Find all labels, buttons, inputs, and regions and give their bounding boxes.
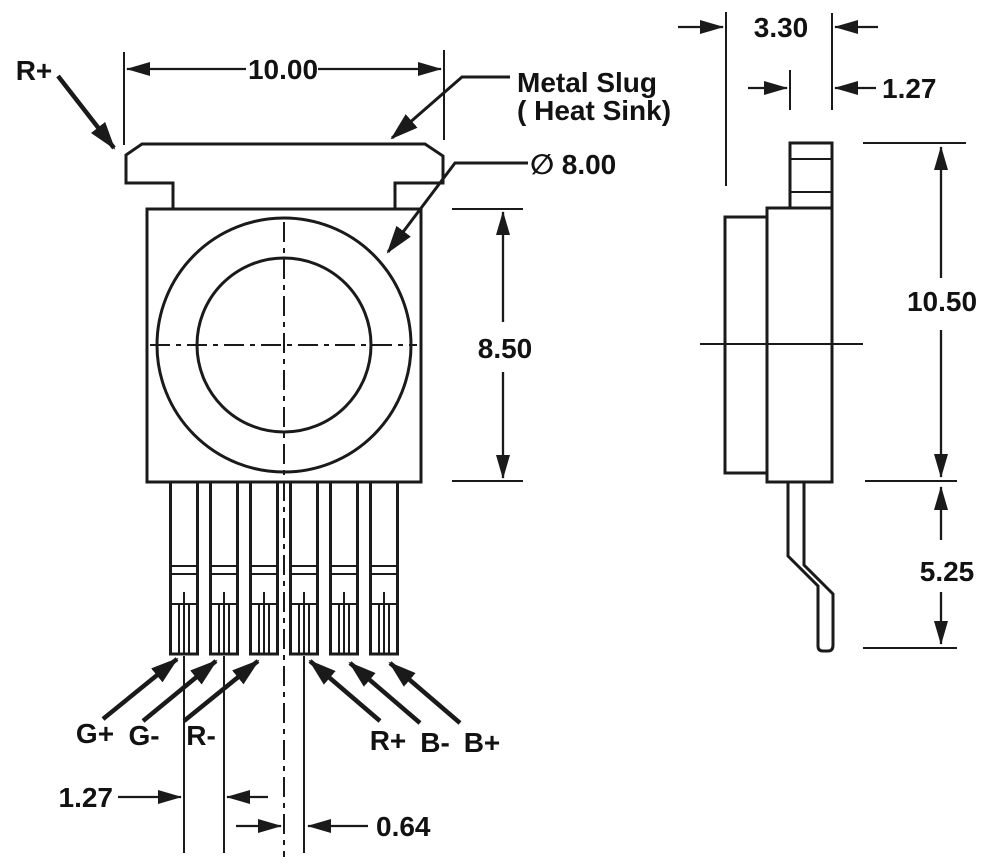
pin-arrow-g-plus	[101, 657, 179, 721]
pin-arrow-g-minus	[141, 659, 218, 723]
pin-6	[369, 480, 399, 656]
metal-slug-callout: Metal Slug ( Heat Sink)	[390, 67, 671, 140]
pin-label-b-minus: B-	[420, 727, 450, 758]
dimension-tab-thickness: 1.27	[748, 70, 937, 110]
pin-5	[329, 480, 359, 656]
pin-arrow-b-plus	[388, 661, 462, 725]
leader-line	[386, 161, 528, 254]
leader-line	[390, 75, 510, 140]
metal-slug-label-line2: ( Heat Sink)	[517, 95, 671, 126]
pin-label-r-minus: R-	[186, 720, 216, 751]
dimension-diameter-value: ∅ 8.00	[530, 149, 616, 180]
dimension-tab-value: 1.27	[882, 73, 937, 104]
side-view: 3.30 1.27 10.50 5.25	[678, 12, 977, 653]
pin-4	[289, 480, 319, 656]
dimension-depth-value: 3.30	[754, 12, 809, 43]
dimension-width-value: 10.00	[248, 54, 318, 85]
diameter-callout: ∅ 8.00	[386, 149, 616, 254]
dimension-width: 10.00	[123, 50, 445, 145]
pin-2	[209, 480, 239, 656]
dimension-total-height-value: 10.50	[907, 286, 977, 317]
metal-slug-label-line1: Metal Slug	[517, 67, 657, 98]
pin-1	[169, 480, 199, 656]
dimension-center-offset: 0.64	[236, 811, 431, 842]
bent-lead-outline	[786, 482, 835, 653]
dimension-total-height: 10.50	[863, 142, 977, 482]
top-pin-callout: R+	[16, 55, 116, 150]
pin-label-r-plus: R+	[370, 725, 407, 756]
dimension-pin-pitch: 1.27	[59, 782, 268, 813]
metal-slug-flange-outline	[124, 142, 445, 209]
pin-label-g-plus: G+	[76, 718, 114, 749]
dimension-depth: 3.30	[678, 12, 878, 186]
pin-arrow-r-plus	[308, 659, 382, 723]
slug-tab-outline	[788, 141, 834, 210]
pin-label-g-minus: G-	[128, 720, 159, 751]
dimension-offset-value: 0.64	[376, 811, 431, 842]
dimension-lead-length-value: 5.25	[920, 556, 975, 587]
pin-arrow-b-minus	[348, 661, 422, 725]
dimension-lead-length: 5.25	[863, 486, 975, 649]
pin-label-r-plus-top: R+	[16, 55, 53, 86]
front-view: 10.00 8.50 Metal Slug ( Heat Sink) ∅ 8.0…	[16, 50, 671, 857]
dimension-height-value: 8.50	[478, 333, 533, 364]
dimension-body-height: 8.50	[452, 208, 533, 482]
dimension-pitch-value: 1.27	[59, 782, 114, 813]
pin-arrow-r-minus	[182, 659, 260, 723]
pin-3	[249, 480, 279, 656]
leader-arrow	[56, 74, 116, 150]
pin-label-b-plus: B+	[464, 727, 501, 758]
